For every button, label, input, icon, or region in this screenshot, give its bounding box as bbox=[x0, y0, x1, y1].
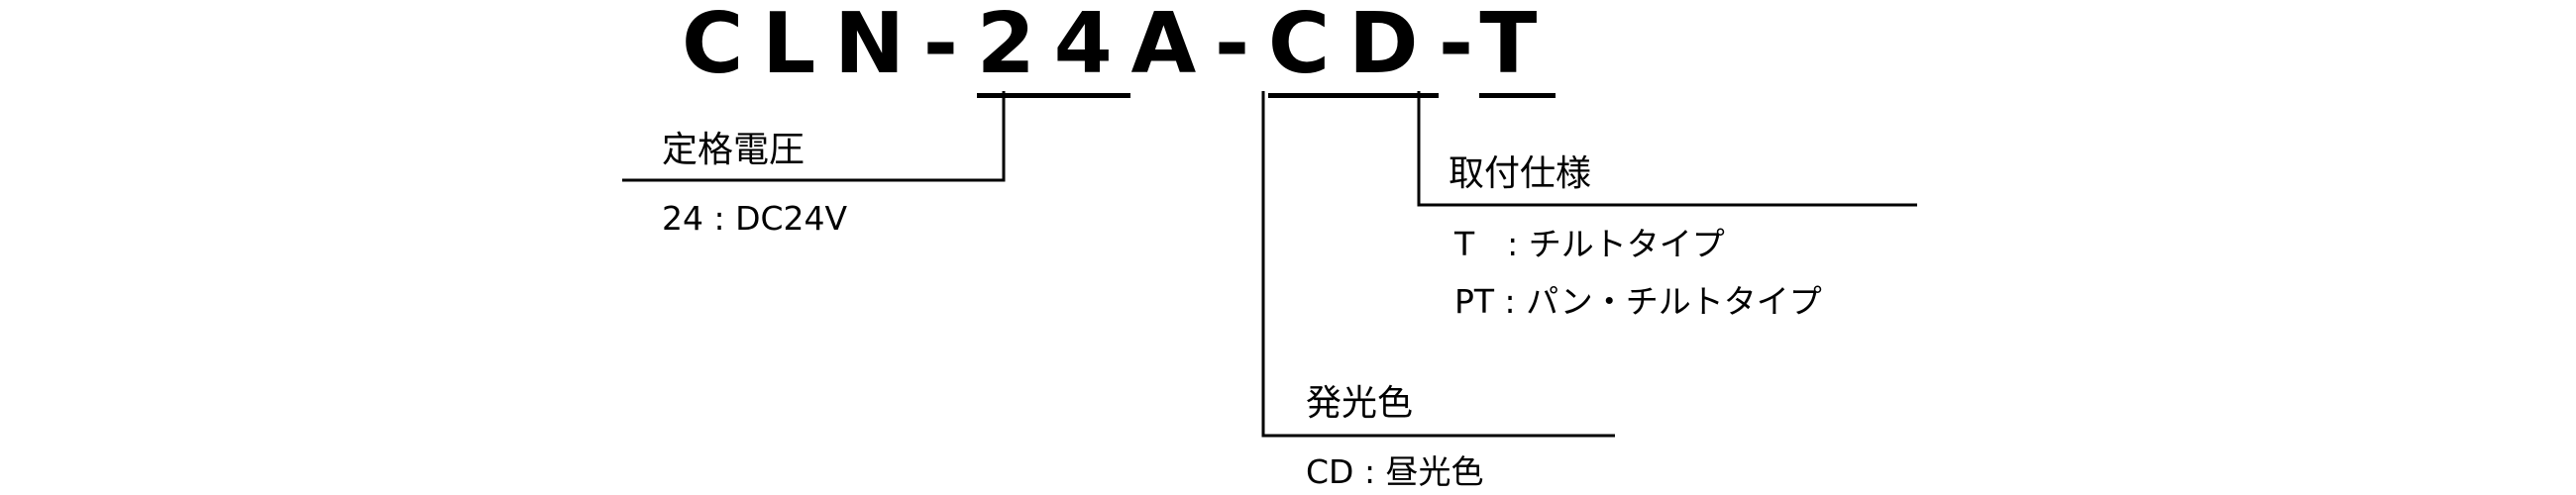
mounting-leader bbox=[1417, 91, 1917, 207]
color-option-daylight: CD : 昼光色 bbox=[1306, 452, 1484, 491]
voltage-option-dc24v: 24 : DC24V bbox=[662, 199, 848, 238]
mounting-option-pan-tilt: PT : パン・チルトタイプ bbox=[1454, 282, 1822, 321]
code-sep-1: A- bbox=[1130, 0, 1268, 93]
color-title: 発光色 bbox=[1306, 383, 1414, 424]
code-mount: T bbox=[1479, 0, 1556, 98]
code-prefix: CLN- bbox=[682, 0, 977, 93]
voltage-title: 定格電圧 bbox=[662, 130, 805, 170]
code-sep-2: - bbox=[1438, 0, 1480, 93]
code-voltage: 24 bbox=[976, 0, 1131, 98]
voltage-leader bbox=[622, 91, 1006, 182]
color-leader bbox=[1261, 91, 1615, 438]
model-code: CLN-24A-CD-T bbox=[682, 0, 1556, 98]
mounting-title: 取付仕様 bbox=[1449, 153, 1592, 194]
code-color: CD bbox=[1267, 0, 1439, 98]
mounting-option-tilt: T : チルトタイプ bbox=[1454, 225, 1725, 263]
